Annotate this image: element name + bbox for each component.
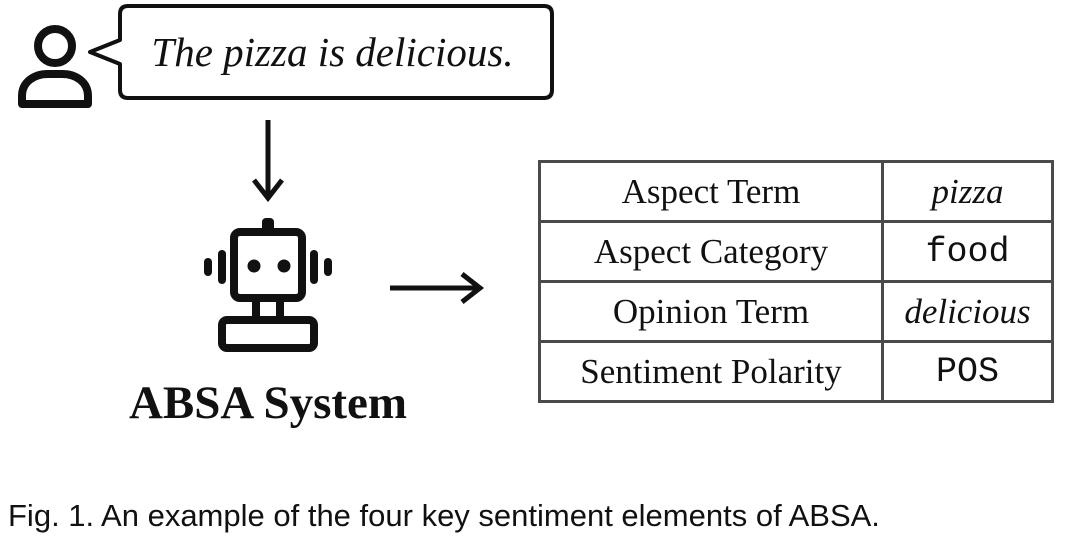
system-label: ABSA System	[128, 377, 408, 429]
speech-bubble	[88, 4, 554, 100]
figure-caption: Fig. 1. An example of the four key senti…	[8, 498, 880, 533]
element-name-opinion-term: Opinion Term	[538, 280, 884, 343]
arrow-right-icon	[390, 272, 485, 304]
user-icon	[18, 25, 92, 108]
arrow-down-icon	[252, 120, 284, 203]
sentiment-elements-table: Aspect Term pizza Aspect Category food O…	[538, 160, 1054, 403]
table-row: Sentiment Polarity POS	[538, 340, 1054, 403]
element-value-sentiment-polarity: POS	[881, 340, 1054, 403]
element-value-aspect-category: food	[881, 220, 1054, 283]
table-row: Aspect Category food	[538, 220, 1054, 283]
table-row: Opinion Term delicious	[538, 280, 1054, 343]
element-value-aspect-term: pizza	[881, 160, 1054, 223]
element-value-opinion-term: delicious	[881, 280, 1054, 343]
speech-text: The pizza is delicious.	[151, 29, 514, 75]
table-row: Aspect Term pizza	[538, 160, 1054, 223]
element-name-aspect-term: Aspect Term	[538, 160, 884, 223]
element-name-aspect-category: Aspect Category	[538, 220, 884, 283]
robot-icon	[204, 218, 332, 352]
element-name-sentiment-polarity: Sentiment Polarity	[538, 340, 884, 403]
